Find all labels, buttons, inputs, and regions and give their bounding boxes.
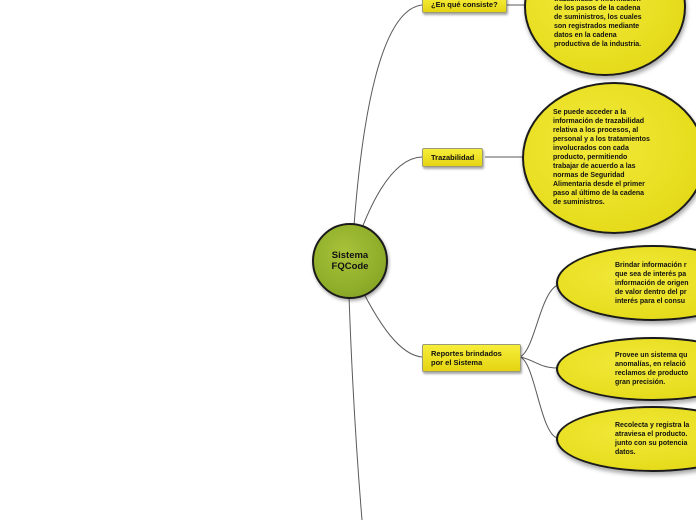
central-topic-line1: Sistema <box>331 250 369 261</box>
topic-reportes[interactable]: Reportes brindados por el Sistema <box>422 344 521 372</box>
bubble-trazabilidad-text: Se puede acceder a la información de tra… <box>553 109 650 206</box>
central-topic-line2: FQCode <box>331 261 369 272</box>
link-reportes-bubble3 <box>519 356 558 439</box>
bubble-consiste-text: trazabilidad e información de los pasos … <box>554 0 642 48</box>
topic-reportes-label: Reportes brindados por el Sistema <box>431 349 502 367</box>
link-central-consiste <box>353 4 423 227</box>
bubble-reporte-1-text: Brindar información r que sea de interés… <box>615 262 689 305</box>
topic-en-que-consiste-label: ¿En qué consiste? <box>431 0 498 9</box>
link-central-reportes <box>361 289 423 358</box>
topic-trazabilidad[interactable]: Trazabilidad <box>422 148 484 167</box>
bubble-reporte-2-text: Provee un sistema qu anomalías, en relac… <box>615 352 689 386</box>
central-topic-node[interactable]: Sistema FQCode <box>312 223 388 299</box>
link-central-trazabilidad <box>361 156 423 229</box>
link-central-down <box>348 295 363 520</box>
link-reportes-bubble2 <box>519 356 558 369</box>
bubble-trazabilidad[interactable] <box>522 82 696 234</box>
topic-en-que-consiste[interactable]: ¿En qué consiste? <box>422 0 507 13</box>
topic-trazabilidad-label: Trazabilidad <box>431 153 475 162</box>
link-reportes-bubble1 <box>519 284 559 358</box>
bubble-reporte-3-text: Recolecta y registra la atraviesa el pro… <box>615 422 690 456</box>
